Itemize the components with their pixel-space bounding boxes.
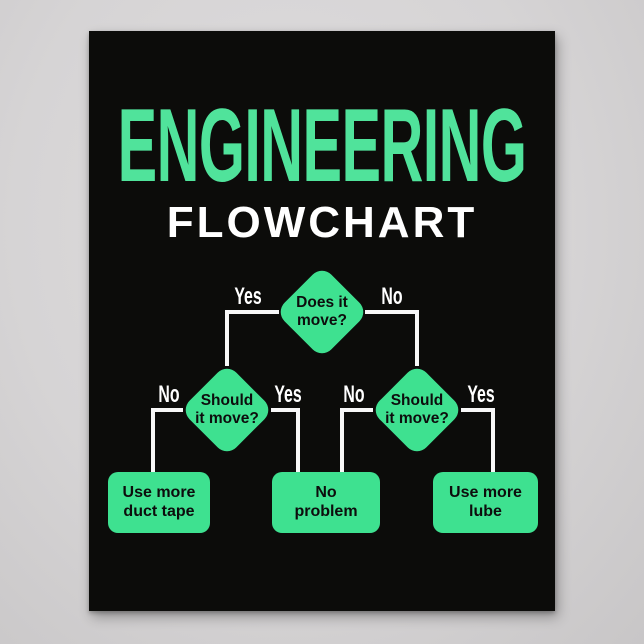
connector-root-yes-horizontal <box>225 310 279 314</box>
outcome-use-more-duct-tape-text: Use more duct tape <box>122 483 196 520</box>
decision-does-it-move: Does it move? <box>275 265 369 359</box>
flowchart-poster: ENGINEERING FLOWCHART Yes No No Yes No Y… <box>89 31 555 611</box>
branch-label-right-no: No <box>343 380 365 408</box>
branch-label-right-yes: Yes <box>467 380 495 408</box>
flowchart-diagram: Yes No No Yes No Yes Does it move? Shoul… <box>89 31 555 611</box>
connector-root-yes-vertical <box>225 312 229 366</box>
connector-left-yes-horizontal <box>271 408 300 412</box>
poster-subtitle: FLOWCHART <box>166 198 478 247</box>
branch-label-left-yes: Yes <box>274 380 302 408</box>
outcome-use-more-lube-text: Use more lube <box>449 483 522 520</box>
connector-right-no-horizontal <box>340 408 373 412</box>
outcome-no-problem-text: No problem <box>294 483 358 520</box>
branch-label-root-no: No <box>381 282 403 310</box>
decision-does-it-move-text: Does it move? <box>296 293 348 329</box>
outcome-use-more-duct-tape: Use more duct tape <box>108 472 210 533</box>
connector-right-yes-horizontal <box>461 408 495 412</box>
decision-should-it-move-left: Should it move? <box>180 363 274 457</box>
connector-root-no-horizontal <box>365 310 419 314</box>
branch-label-root-yes: Yes <box>234 282 262 310</box>
connector-left-yes-vertical <box>296 410 300 472</box>
decision-should-it-move-right: Should it move? <box>370 363 464 457</box>
decision-should-it-move-left-text: Should it move? <box>195 391 259 427</box>
outcome-use-more-lube: Use more lube <box>433 472 538 533</box>
connector-right-no-vertical <box>340 410 344 472</box>
connector-root-no-vertical <box>415 312 419 366</box>
connector-left-no-vertical <box>151 410 155 472</box>
outcome-no-problem: No problem <box>272 472 380 533</box>
connector-left-no-horizontal <box>151 408 183 412</box>
branch-label-left-no: No <box>158 380 180 408</box>
decision-should-it-move-right-text: Should it move? <box>385 391 449 427</box>
connector-right-yes-vertical <box>491 410 495 472</box>
